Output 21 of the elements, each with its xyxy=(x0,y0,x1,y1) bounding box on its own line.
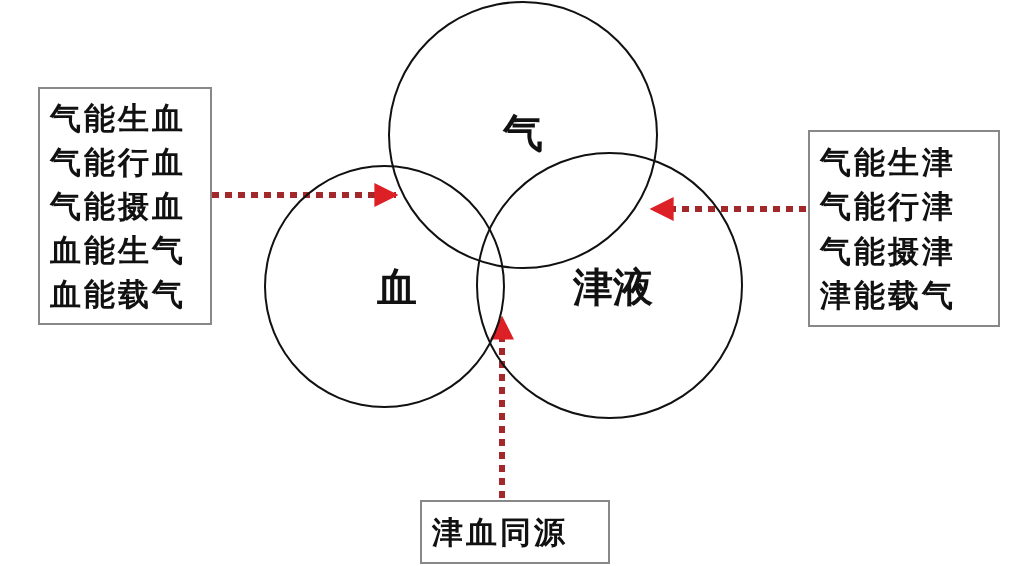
statement-text: 气能行津 xyxy=(820,187,957,227)
venn-circle xyxy=(264,165,505,408)
circle-label: 气 xyxy=(503,113,543,153)
statement-text: 津血同源 xyxy=(432,513,569,552)
statement-text: 气能摄津 xyxy=(820,231,957,271)
text-box xyxy=(38,87,212,325)
text-box xyxy=(808,130,1000,327)
circle-label: 血 xyxy=(377,267,417,307)
text-box xyxy=(420,500,610,564)
dotted-arrow xyxy=(490,315,514,498)
dotted-arrow xyxy=(212,183,399,207)
statement-text: 气能生血 xyxy=(50,98,187,138)
statement-text: 津能载气 xyxy=(820,275,957,315)
venn-circle xyxy=(476,152,743,419)
dotted-arrow xyxy=(649,197,806,221)
circle-label: 津液 xyxy=(573,267,653,307)
statement-text: 血能载气 xyxy=(50,275,187,314)
statement-text: 气能行血 xyxy=(50,142,187,182)
statement-text: 气能生津 xyxy=(820,143,957,183)
statement-text: 血能生气 xyxy=(50,231,187,270)
statement-text: 气能摄血 xyxy=(50,187,187,226)
